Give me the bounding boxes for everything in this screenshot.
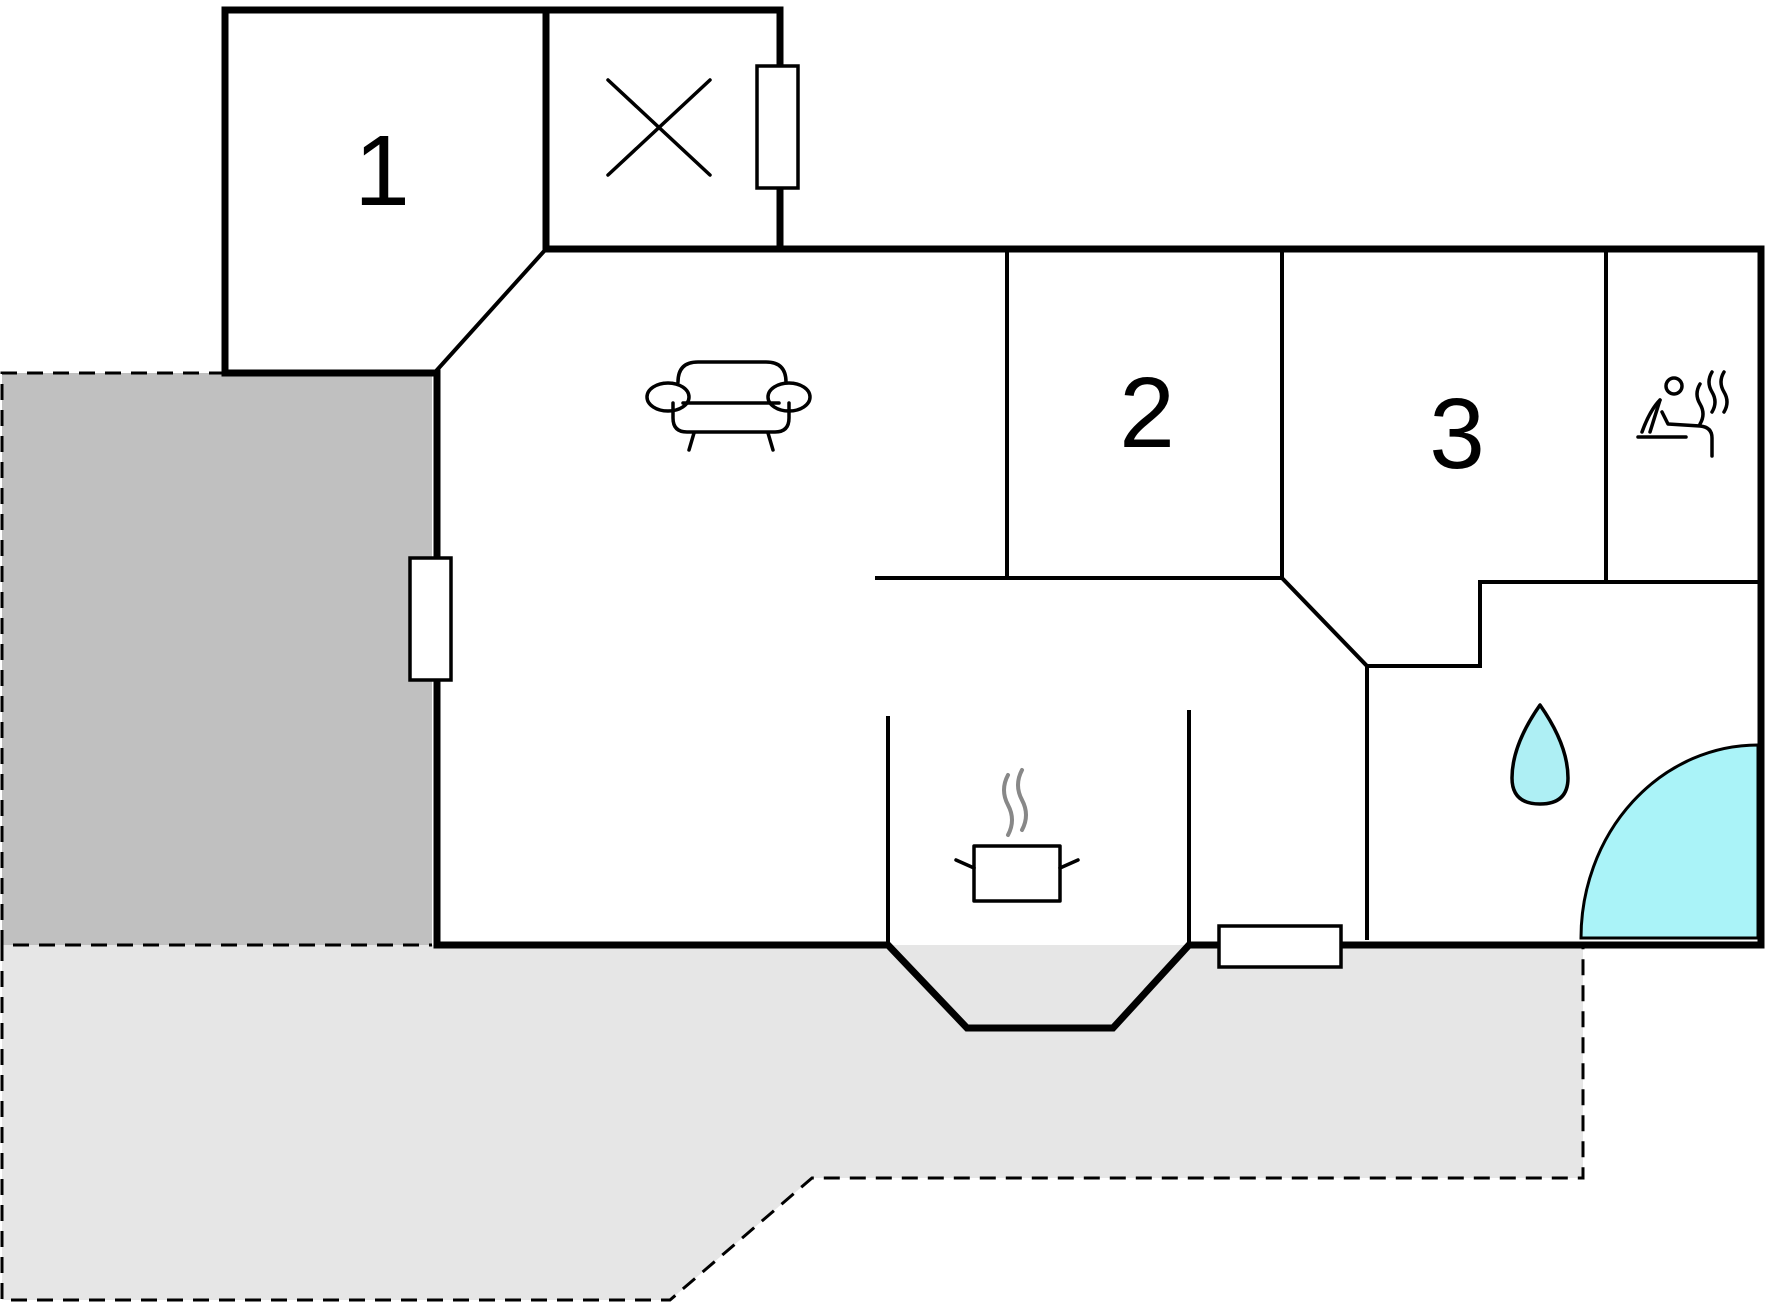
water-drop-icon xyxy=(1510,703,1570,806)
open-terrace-area xyxy=(2,945,1583,1300)
cross-icon xyxy=(606,78,712,177)
window xyxy=(1217,924,1343,969)
covered-terrace-outline xyxy=(0,371,432,947)
open-terrace-outline xyxy=(0,945,1585,1302)
window xyxy=(755,64,800,190)
window xyxy=(408,556,453,682)
covered-terrace-area xyxy=(2,373,432,945)
room-3-label: 3 xyxy=(1429,378,1485,490)
sofa-icon xyxy=(645,360,812,452)
shower-area xyxy=(1579,743,1760,940)
room-1-label: 1 xyxy=(354,115,410,227)
cooking-pot-icon xyxy=(954,768,1080,903)
exterior-walls xyxy=(221,6,1765,1032)
interior-walls xyxy=(434,246,1760,942)
sauna-icon xyxy=(1636,370,1729,458)
room-2-label: 2 xyxy=(1119,357,1175,469)
